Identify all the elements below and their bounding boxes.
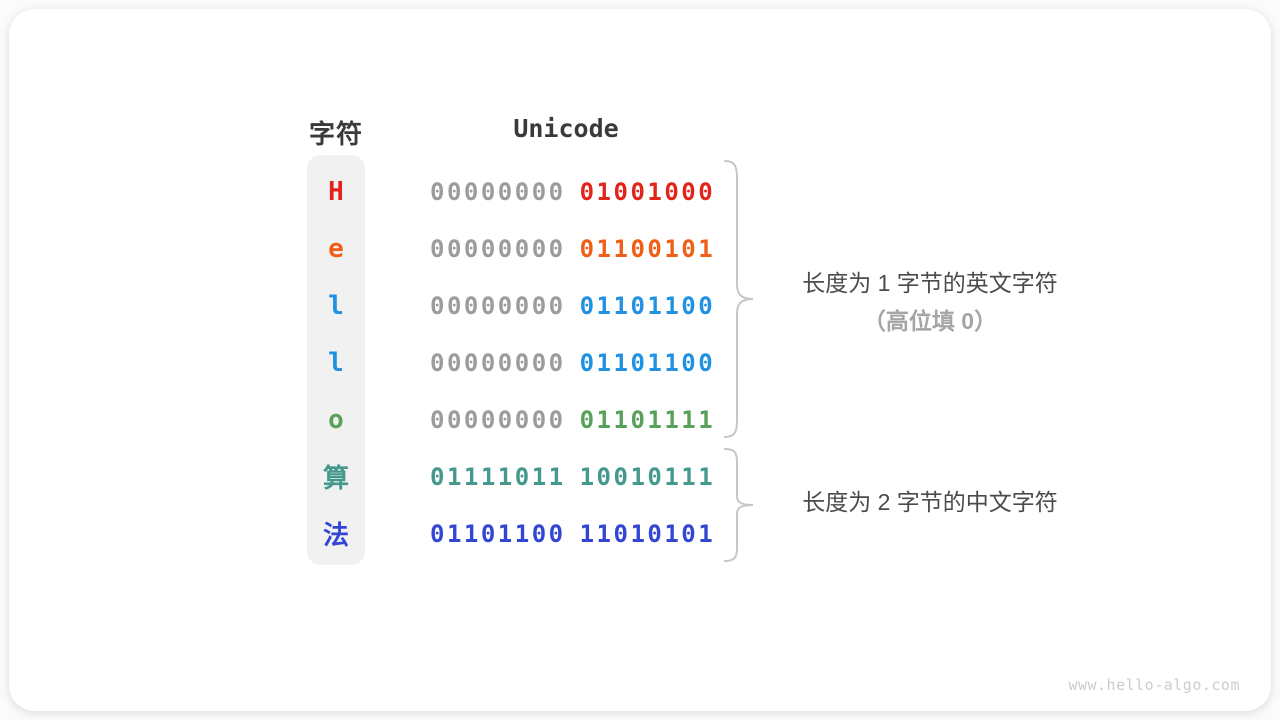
annotation-chinese-chars: 长度为 2 字节的中文字符 — [770, 483, 1090, 521]
table-row: 算 01111011 10010111 — [307, 448, 727, 505]
annotation-line: 长度为 1 字节的英文字符 — [802, 270, 1058, 296]
table-row: H 00000000 01001000 — [307, 163, 727, 220]
brace-chinese-group-icon — [724, 448, 754, 562]
annotation-line-muted: （高位填 0） — [862, 308, 998, 334]
binary-value: 00000000 01001000 — [430, 178, 715, 206]
char-cell: 法 — [322, 521, 349, 551]
binary-value: 00000000 01101100 — [430, 349, 715, 377]
byte-high: 00000000 — [430, 234, 566, 263]
table-row: e 00000000 01100101 — [307, 220, 727, 277]
byte-low: 01101100 — [579, 348, 716, 377]
byte-low: 01101100 — [579, 291, 716, 320]
char-column-header: 字符 — [308, 119, 363, 149]
char-cell: H — [328, 176, 344, 207]
binary-value: 01111011 10010111 — [430, 463, 715, 491]
encoding-table: H 00000000 01001000 e 00000000 01100101 l … — [307, 163, 727, 562]
binary-value: 01101100 11010101 — [430, 520, 715, 548]
char-cell: l — [328, 290, 344, 321]
byte-high: 00000000 — [430, 348, 566, 377]
char-cell: l — [328, 347, 344, 378]
byte-low: 01101111 — [579, 405, 716, 434]
char-cell: e — [328, 233, 344, 264]
byte-high: 01101100 — [430, 519, 566, 548]
byte-low: 01100101 — [579, 234, 716, 263]
binary-value: 00000000 01101111 — [430, 406, 715, 434]
table-row: l 00000000 01101100 — [307, 334, 727, 391]
table-row: l 00000000 01101100 — [307, 277, 727, 334]
char-column-background — [307, 155, 365, 565]
annotation-english-chars: 长度为 1 字节的英文字符 （高位填 0） — [770, 264, 1090, 340]
byte-high: 00000000 — [430, 177, 566, 206]
byte-high: 01111011 — [430, 462, 566, 491]
byte-low: 11010101 — [579, 519, 716, 548]
card-background — [9, 9, 1271, 711]
binary-value: 00000000 01101100 — [430, 292, 715, 320]
table-row: o 00000000 01101111 — [307, 391, 727, 448]
watermark: www.hello-algo.com — [1068, 676, 1240, 694]
table-row: 法 01101100 11010101 — [307, 505, 727, 562]
char-cell: o — [328, 404, 344, 435]
byte-high: 00000000 — [430, 405, 566, 434]
annotation-line: 长度为 2 字节的中文字符 — [802, 489, 1058, 515]
unicode-column-header: Unicode — [513, 114, 619, 143]
byte-low: 10010111 — [579, 462, 716, 491]
binary-value: 00000000 01100101 — [430, 235, 715, 263]
brace-english-group-icon — [724, 160, 754, 438]
char-cell: 算 — [322, 464, 349, 494]
byte-high: 00000000 — [430, 291, 566, 320]
byte-low: 01001000 — [579, 177, 716, 206]
